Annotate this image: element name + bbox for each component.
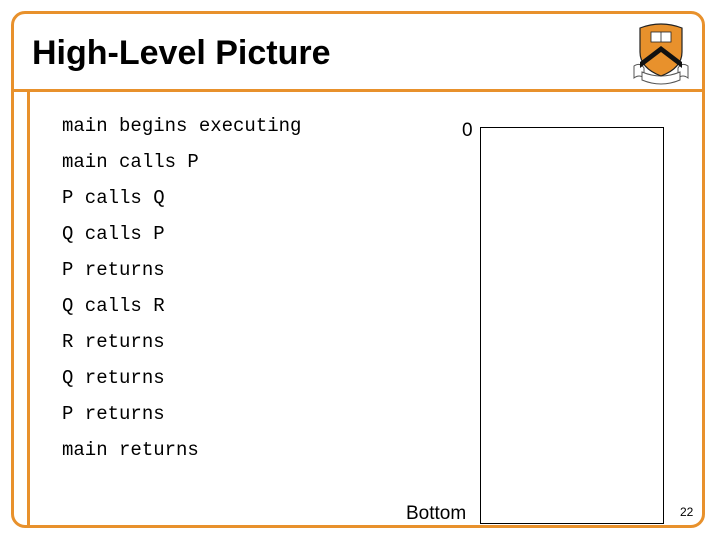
stack-top-label: 0 bbox=[462, 120, 473, 141]
left-margin-rule bbox=[27, 89, 30, 528]
list-item: main returns bbox=[62, 439, 199, 461]
call-sequence-list: main begins executing main calls P P cal… bbox=[62, 116, 301, 476]
slide-title: High-Level Picture bbox=[32, 34, 331, 72]
princeton-shield-icon bbox=[633, 23, 689, 85]
stack-bottom-label: Bottom bbox=[406, 503, 467, 524]
list-item: Q returns bbox=[62, 367, 165, 389]
list-item: main calls P bbox=[62, 151, 199, 173]
list-item: main begins executing bbox=[62, 115, 302, 137]
title-divider bbox=[11, 89, 705, 92]
page-number: 22 bbox=[680, 505, 694, 519]
list-item: P calls Q bbox=[62, 187, 165, 209]
list-item: Q calls R bbox=[62, 295, 165, 317]
list-item: P returns bbox=[62, 259, 165, 281]
memory-stack-box bbox=[480, 127, 664, 524]
list-item: P returns bbox=[62, 403, 165, 425]
list-item: R returns bbox=[62, 331, 165, 353]
slide-border bbox=[11, 11, 705, 528]
list-item: Q calls P bbox=[62, 223, 165, 245]
